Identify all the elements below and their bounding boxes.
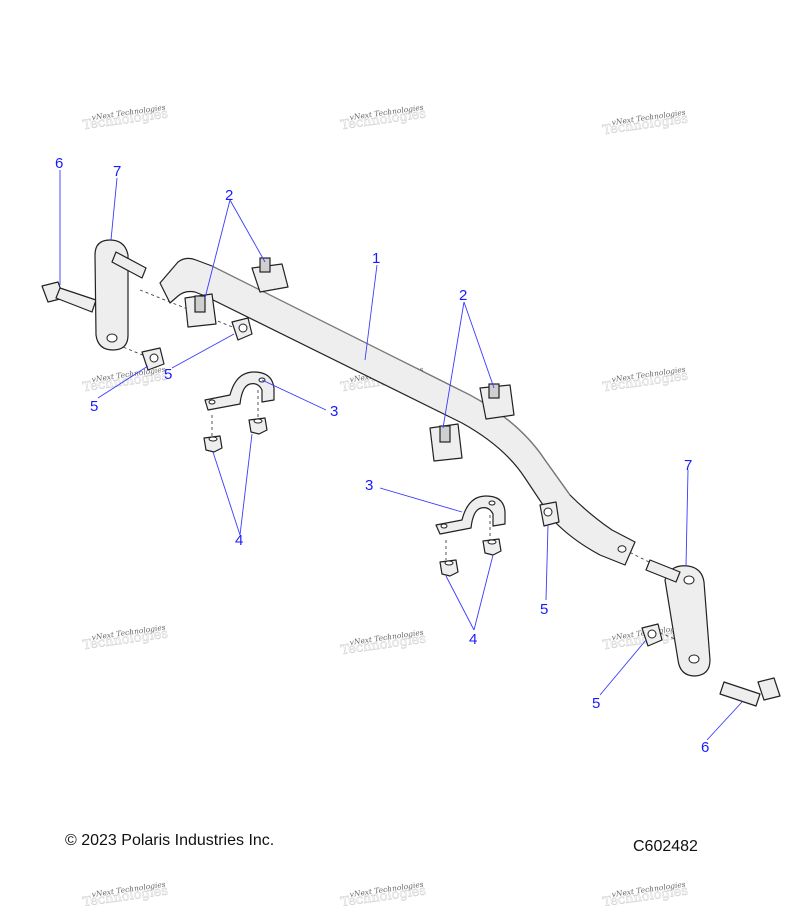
callout-5: 5: [90, 398, 98, 415]
callout-6: 6: [55, 155, 63, 172]
stabilizer-bar: [159, 257, 636, 566]
callout-7: 7: [113, 163, 121, 180]
bushing: [184, 293, 217, 328]
callout-3: 3: [365, 477, 373, 494]
bushing: [429, 423, 463, 462]
callout-2: 2: [225, 187, 233, 204]
flange-nut: [439, 559, 459, 577]
callout-5: 5: [592, 695, 600, 712]
copyright-text: © 2023 Polaris Industries Inc.: [65, 832, 275, 849]
flange-bolt: [41, 281, 97, 313]
callout-2: 2: [459, 287, 467, 304]
mounting-clamp: [435, 495, 506, 535]
callout-4: 4: [469, 631, 477, 648]
callout-5: 5: [540, 601, 548, 618]
end-link: [645, 559, 711, 677]
mounting-clamp: [204, 371, 275, 411]
flange-nut: [203, 435, 223, 453]
figure-id: C602482: [633, 838, 698, 855]
assembly-lines: [117, 289, 691, 646]
callout-6: 6: [701, 739, 709, 756]
bushing: [479, 383, 515, 420]
callout-5: 5: [164, 366, 172, 383]
flange-bolt: [719, 677, 781, 707]
flange-nut: [482, 538, 502, 556]
callout-3: 3: [330, 403, 338, 420]
leader-lines: [59, 170, 743, 741]
bushing: [251, 257, 289, 293]
flange-nut: [248, 417, 268, 435]
callout-1: 1: [372, 250, 380, 267]
callout-7: 7: [684, 457, 692, 474]
lock-nut: [231, 317, 253, 341]
callout-labels: 1 2 2 3 3 4 4 5 5 5 5 6 6 7 7: [55, 155, 709, 756]
lock-nut: [141, 347, 165, 371]
callout-4: 4: [235, 532, 243, 549]
lock-nut: [539, 501, 560, 527]
end-link: [94, 239, 147, 351]
